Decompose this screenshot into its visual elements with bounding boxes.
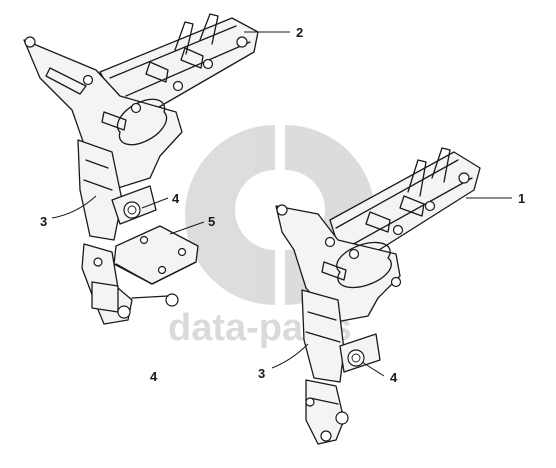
callout-2: 2 (296, 25, 303, 40)
right-long-bracket (329, 147, 481, 263)
callout-3-right: 3 (258, 366, 265, 381)
right-side-plate (275, 204, 402, 323)
right-lower-clamp (305, 379, 349, 445)
callout-4-left: 4 (172, 191, 180, 206)
leader-3a (51, 195, 97, 219)
leader-4b (361, 361, 385, 377)
callout-3-left: 3 (40, 214, 47, 229)
left-long-bracket (99, 13, 259, 119)
leader-4a (141, 197, 169, 209)
left-lower-clamp (81, 243, 179, 325)
watermark-logo-mark (185, 125, 275, 305)
callout-5: 5 (208, 214, 215, 229)
left-side-plate (23, 36, 183, 189)
left-mounting-plate (113, 225, 199, 285)
left-assembly (23, 13, 259, 325)
leader-lines (51, 31, 512, 377)
right-assembly (275, 147, 481, 445)
callout-1: 1 (518, 191, 525, 206)
right-column (301, 289, 381, 383)
left-column (77, 139, 157, 241)
callout-4-standalone: 4 (150, 369, 158, 384)
callout-4-right: 4 (390, 370, 398, 385)
leader-5 (169, 221, 205, 235)
leader-3b (271, 343, 309, 369)
